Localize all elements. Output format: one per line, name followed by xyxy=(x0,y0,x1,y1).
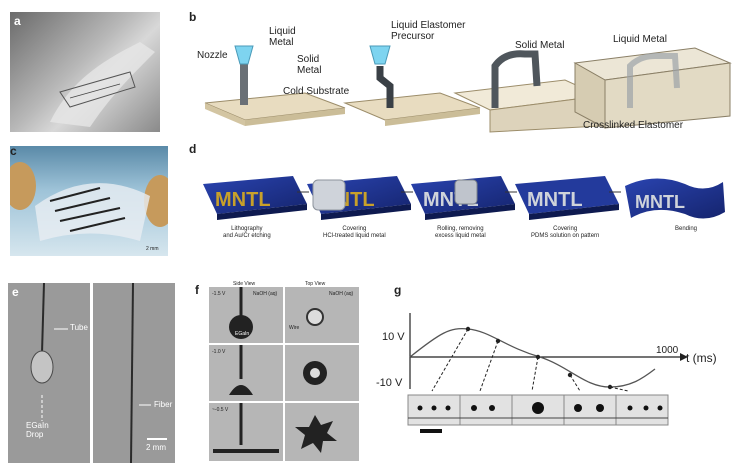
panel-label-a: a xyxy=(14,14,21,28)
scale-bar-e: 2 mm xyxy=(146,443,166,452)
photo-stretchable-circuit xyxy=(10,146,168,256)
label-solid-metal-1: Solid Metal xyxy=(297,54,322,76)
y-label-bottom: -10 V xyxy=(376,377,403,389)
voltage-1: -1.5 V xyxy=(212,291,226,297)
panel-label-f: f xyxy=(195,283,199,297)
voltage-3: ~-0.5 V xyxy=(212,407,229,413)
panel-f: f Side View Top View -1.5 V -1.0 V ~-0.5… xyxy=(195,281,365,466)
label-liquid-metal-1: Liquid Metal xyxy=(269,26,296,48)
x-unit-label: t (ms) xyxy=(686,351,717,365)
tube-drop-illustration xyxy=(30,283,68,421)
label-wire: Wire xyxy=(289,325,300,331)
chip-step-5: MNTL xyxy=(625,178,725,219)
label-egain-drop: EGaIn Drop xyxy=(26,421,49,439)
panel-b: b Nozzle Liquid Metal Solid Metal Cold S… xyxy=(185,8,735,136)
label-solid-metal-2: Solid Metal xyxy=(515,40,565,51)
chip-step-2: MNTL xyxy=(307,176,411,220)
side-view-1 xyxy=(209,287,283,343)
label-top-view: Top View xyxy=(305,281,326,287)
label-naoh-side: NaOH (aq) xyxy=(253,291,278,297)
scale-bar-c: 2 mm xyxy=(146,246,159,252)
label-crosslinked-elastomer: Crosslinked Elastomer xyxy=(583,120,684,131)
circuit-film-illustration xyxy=(10,162,168,241)
x-label-end: 1000 xyxy=(656,345,679,356)
voltage-2: -1.0 V xyxy=(212,349,226,355)
panel-e: e Tube EGaIn Drop Fiber 2 mm xyxy=(8,283,183,466)
hand-illustration xyxy=(50,42,155,127)
step-label-1: Lithography and Au/Cr etching xyxy=(223,226,271,239)
panel-label-c: c xyxy=(10,144,17,158)
panel-label-g: g xyxy=(394,283,402,297)
svg-text:MNTL: MNTL xyxy=(215,189,271,211)
mntl-process-flow: MNTL MNTL MNTL MNTL MNTL xyxy=(203,176,725,220)
label-cold-substrate: Cold Substrate xyxy=(283,86,350,97)
label-side-view: Side View xyxy=(233,281,256,287)
side-view-3 xyxy=(209,403,283,461)
label-tube: Tube xyxy=(70,323,88,332)
top-view-1 xyxy=(285,287,359,343)
label-nozzle: Nozzle xyxy=(197,50,228,61)
step-label-4: Covering PDMS solution on pattern xyxy=(531,226,600,239)
sine-wave xyxy=(409,327,656,388)
voltage-sine-plot xyxy=(407,313,688,433)
svg-text:MNTL: MNTL xyxy=(635,192,685,212)
svg-text:MNTL: MNTL xyxy=(527,189,583,211)
photo-egain-drop xyxy=(8,283,90,463)
chip-step-4: MNTL xyxy=(515,176,619,220)
step-label-3: Rolling, removing excess liquid metal xyxy=(435,226,486,239)
panel-label-e: e xyxy=(12,285,19,299)
step-label-2: Covering HCl-treated liquid metal xyxy=(323,226,386,239)
panel-label-d: d xyxy=(189,142,197,156)
label-liquid-elastomer-precursor: Liquid Elastomer Precursor xyxy=(391,20,466,42)
top-view-3 xyxy=(285,403,359,461)
panel-label-b: b xyxy=(189,10,197,24)
label-naoh-top: NaOH (aq) xyxy=(329,291,354,297)
side-view-2 xyxy=(209,345,283,401)
y-label-top: 10 V xyxy=(382,331,405,343)
chip-step-3: MNTL xyxy=(411,176,515,220)
label-liquid-metal-2: Liquid Metal xyxy=(613,34,667,45)
label-fiber: Fiber xyxy=(154,400,173,409)
chip-step-1: MNTL xyxy=(203,176,307,220)
photo-hand-device xyxy=(10,12,160,132)
panel-a: a xyxy=(8,8,168,136)
droplet-strip xyxy=(407,394,669,433)
step-label-5: Bending xyxy=(675,226,698,232)
panel-g: g xyxy=(376,283,735,466)
fiber-illustration xyxy=(130,283,167,463)
panel-c: c 2 mm xyxy=(8,142,173,260)
label-egain-f: EGaIn xyxy=(235,331,250,337)
panel-d: d MNTL MNTL MNTL xyxy=(185,142,735,260)
photo-fiber xyxy=(93,283,175,463)
printing-schematic xyxy=(204,45,732,133)
top-view-2 xyxy=(285,345,359,401)
